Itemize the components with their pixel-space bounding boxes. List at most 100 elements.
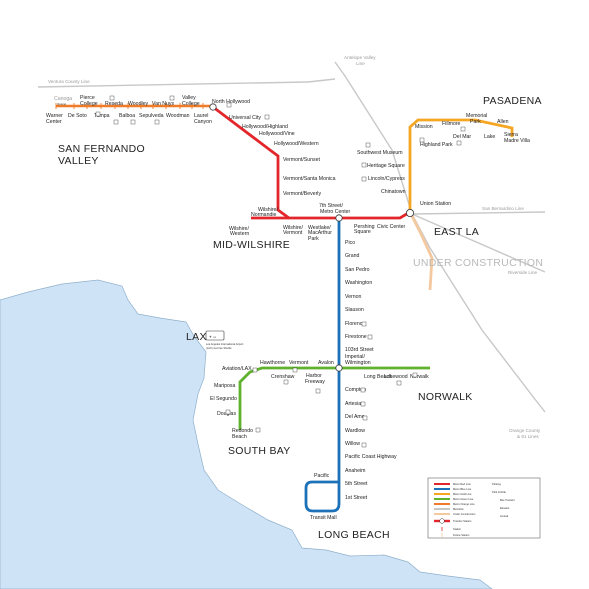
station-compton: Compton [345, 387, 366, 393]
parking-icon [365, 142, 371, 148]
parking-icon [360, 387, 366, 393]
station-harbor-freeway-2: Freeway [305, 379, 325, 385]
parking-icon [315, 388, 321, 394]
legend-transfer-icon [439, 518, 445, 524]
station-tampa: Tampa [94, 113, 110, 119]
imperial-transfer [335, 364, 343, 372]
orange-county-line-label-2: & 91 Lines [517, 434, 539, 439]
station-vermont-beverly: Vermont/Beverly [283, 191, 321, 197]
station-de-soto: De Soto [68, 113, 87, 119]
station-aviation-lax: Aviation/LAX [222, 366, 252, 372]
antelope-line-label-1: Antelope Valley [344, 55, 376, 60]
parking-icon [367, 334, 373, 340]
parking-icon [419, 137, 425, 143]
station-wilshire-western-2: Western [230, 231, 249, 237]
parking-icon [169, 95, 175, 101]
station-hollywood-highland: Hollywood/Highland [242, 124, 288, 130]
station-del-mar: Del Mar [453, 134, 471, 140]
station-mariposa: Mariposa [214, 383, 235, 389]
legend-future-label: Future Station [453, 533, 470, 537]
station-wilshire-vermont-2: Vermont [283, 230, 303, 236]
region-long-beach: LONG BEACH [318, 529, 390, 541]
lax-note-1: Los Angeles International Airport [206, 342, 244, 346]
parking-icon [362, 415, 368, 421]
legend-item-label: Metrolink [453, 507, 464, 511]
station-allen: Allen [497, 119, 509, 125]
region-norwalk: NORWALK [418, 391, 473, 403]
parking-icon [113, 119, 119, 125]
gold-line-extension [408, 211, 434, 291]
station-laurel: Laurel [194, 113, 208, 119]
lax-note-2: (LAX) via Free Shuttle [206, 346, 232, 350]
region-pasadena: PASADENA [483, 95, 542, 107]
parking-icon [361, 176, 367, 182]
station-union-station: Union Station [420, 201, 451, 207]
station-valley-college: Valley [182, 95, 196, 101]
station-wilshire-vermont: Wilshire/ [283, 225, 303, 231]
parking-icon [460, 126, 466, 132]
union-station-transfer [405, 208, 414, 217]
parking-icon [109, 95, 115, 101]
station-balboa: Balboa [119, 113, 135, 119]
station-long-beach-blvd: Long Beach [364, 374, 392, 380]
station-sepulveda: Sepulveda [139, 113, 164, 119]
legend-bus-transfer: Bus Transfer [500, 498, 515, 502]
station-valley-college-2: College [182, 101, 200, 107]
san-bernardino-line-label: San Bernardino Line [482, 206, 524, 211]
station-willow: Willow [345, 441, 360, 447]
station-washington: Washington [345, 280, 372, 286]
legend-station-label: Station [453, 527, 462, 531]
antelope-line-label-2: Line [356, 61, 365, 66]
station-1st-street: 1st Street [345, 495, 368, 501]
station-westlake: Westlake/ [308, 225, 331, 231]
parking-icon [412, 372, 418, 378]
seventh-street-transfer [335, 214, 343, 222]
parking-icon [255, 427, 261, 433]
parking-icon [264, 114, 270, 120]
station-memorial-park: Memorial [466, 113, 487, 119]
station-civic-center: Civic Center [377, 224, 406, 230]
parking-icon [361, 162, 367, 168]
station-lakewood: Lakewood [384, 374, 408, 380]
station-wilshire-normandie-2: Normandie [251, 212, 276, 218]
station-fillmore: Fillmore [442, 121, 461, 127]
station-san-pedro: San Pedro [345, 267, 370, 273]
legend-item-label: Under Construction [453, 512, 476, 516]
station-sierra-madre: Sierra [504, 132, 518, 138]
station-vermont-santa-monica: Vermont/Santa Monica [283, 176, 336, 182]
station-vernon: Vernon [345, 294, 362, 300]
station-woodley: Woodley [128, 101, 148, 107]
legend-amtrak: Amtrak [500, 514, 509, 518]
station-vermont-sunset: Vermont/Sunset [283, 157, 320, 163]
station-southwest-museum: Southwest Museum [357, 150, 403, 156]
region-under-construction: UNDER CONSTRUCTION [413, 257, 543, 269]
station-laurel-2: Canyon [194, 119, 212, 125]
station-wardlow: Wardlow [345, 428, 365, 434]
legend-park-ride: Park & Ride [492, 490, 506, 494]
station-metro-center: Metro Center [320, 209, 351, 215]
station-transit-mall: Transit Mall [310, 515, 337, 521]
station-chinatown: Chinatown [381, 189, 406, 195]
station-norwalk: Norwalk [410, 374, 429, 380]
station-grand: Grand [345, 253, 360, 259]
legend-item-label: Metro Green Line [453, 497, 474, 501]
station-reseda: Reseda [105, 101, 123, 107]
region-south-bay: SOUTH BAY [228, 445, 291, 457]
station-canoga-future: (Future) [57, 102, 66, 106]
station-slauson: Slauson [345, 307, 364, 313]
station-lincoln-cypress: Lincoln/Cypress [368, 176, 405, 182]
region-san-fernando: SAN FERNANDO [58, 143, 145, 155]
station-hawthorne: Hawthorne [260, 360, 285, 366]
parking-icon [456, 140, 462, 146]
legend-item-label: Metro Orange Line [453, 502, 475, 506]
parking-icon [361, 442, 367, 448]
station-wilshire-normandie: Wilshire/ [258, 207, 278, 213]
lax-airport-icon [205, 330, 225, 341]
station-westlake-2: MacArthur [308, 230, 332, 236]
parking-icon [154, 119, 160, 125]
station-hollywood-vine: Hollywood/Vine [259, 131, 295, 137]
red-line [212, 105, 411, 220]
legend-item-label: Metro Red Line [453, 482, 471, 486]
station-redondo-2: Beach [232, 434, 247, 440]
